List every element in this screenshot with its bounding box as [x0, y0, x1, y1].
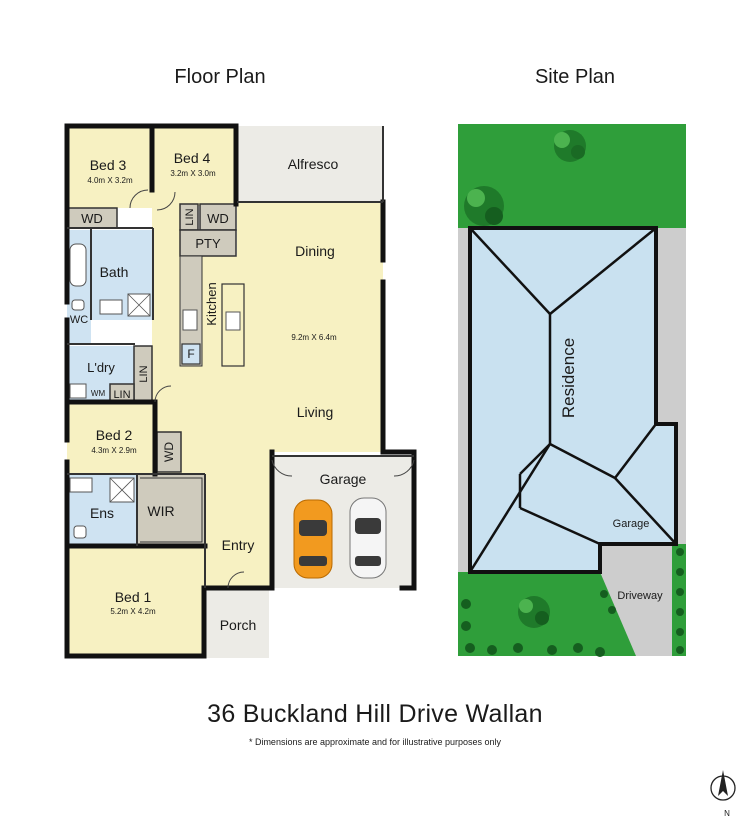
- label-bed3: Bed 3: [90, 157, 127, 173]
- compass-icon: N: [710, 770, 736, 818]
- laundry-tub-icon: [69, 383, 87, 399]
- property-address: 36 Buckland Hill Drive Wallan: [207, 700, 543, 728]
- cooktop-icon: [182, 309, 198, 331]
- label-wd-bed2: WD: [162, 442, 176, 462]
- sink-icon: [225, 311, 241, 331]
- label-lin-small: LIN: [113, 389, 130, 401]
- ens-vanity-icon: [69, 477, 93, 493]
- car-white-icon: [349, 497, 387, 579]
- toilet-icon: [71, 299, 85, 311]
- alfresco-area: [237, 126, 383, 202]
- label-dining: Dining: [295, 243, 335, 259]
- label-lin-laundry: LIN: [138, 365, 150, 382]
- bed2-floor: [67, 402, 157, 474]
- label-residence: Residence: [559, 338, 578, 418]
- pantry: [179, 229, 237, 257]
- tree-icon: [554, 130, 586, 162]
- label-alfresco: Alfresco: [288, 156, 339, 172]
- label-wd-bed4: WD: [207, 211, 229, 226]
- floor-plan: Bed 3 4.0m X 3.2m Bed 4 3.2m X 3.0m Alfr…: [64, 123, 417, 659]
- label-laundry: L'dry: [87, 360, 115, 375]
- bed4-floor: [153, 126, 237, 206]
- tree-icon: [464, 186, 504, 226]
- driveway: [600, 544, 672, 656]
- label-bed1-dim: 5.2m X 4.2m: [110, 607, 156, 616]
- disclaimer-text: * Dimensions are approximate and for ill…: [248, 737, 502, 747]
- label-bath: Bath: [100, 264, 129, 280]
- fridge-icon: [181, 343, 201, 365]
- label-living-dim: 9.2m X 6.4m: [291, 333, 337, 342]
- label-living: Living: [297, 404, 334, 420]
- bed3-floor: [67, 126, 153, 208]
- label-bed3-dim: 4.0m X 3.2m: [87, 176, 133, 185]
- hedge-shrubs: [461, 548, 684, 657]
- label-pty: PTY: [195, 236, 221, 251]
- living-floor: [155, 202, 383, 588]
- label-driveway: Driveway: [617, 590, 663, 602]
- ens-toilet-icon: [73, 525, 87, 539]
- bed1-floor: [67, 546, 205, 656]
- hall-floor: [152, 206, 182, 402]
- floor-plan-inner-walls: [67, 126, 414, 588]
- label-site-garage: Garage: [613, 518, 650, 530]
- label-bed4: Bed 4: [174, 150, 211, 166]
- label-entry: Entry: [222, 537, 255, 553]
- tree-icon: [518, 596, 550, 628]
- vanity-icon: [99, 299, 123, 315]
- label-bed1: Bed 1: [115, 589, 152, 605]
- door-swings: [129, 189, 415, 589]
- label-lin-upper: LIN: [184, 208, 196, 225]
- label-kitchen: Kitchen: [204, 282, 219, 325]
- side-paving-left: [458, 228, 470, 572]
- label-bed2: Bed 2: [96, 427, 133, 443]
- wd-bed4: [199, 203, 237, 231]
- site-plan-heading: Site Plan: [534, 66, 616, 88]
- porch-area: [205, 588, 269, 658]
- label-wd-bed3: WD: [81, 211, 103, 226]
- floor-plan-heading: Floor Plan: [174, 66, 266, 88]
- label-garage: Garage: [320, 471, 367, 487]
- label-wm: WM: [91, 389, 106, 398]
- floor-labels: Bed 3 4.0m X 3.2m Bed 4 3.2m X 3.0m Alfr…: [70, 150, 367, 633]
- label-wc: WC: [70, 314, 88, 326]
- car-orange-icon: [293, 499, 333, 579]
- wd-bed2: [156, 431, 182, 473]
- label-wir: WIR: [147, 503, 174, 519]
- site-plan: Residence Garage Driveway: [458, 124, 686, 657]
- label-bed2-dim: 4.3m X 2.9m: [91, 446, 137, 455]
- label-porch: Porch: [220, 617, 257, 633]
- label-fridge: F: [187, 347, 194, 361]
- label-bed4-dim: 3.2m X 3.0m: [170, 169, 216, 178]
- label-ens: Ens: [90, 505, 114, 521]
- compass-label: N: [724, 809, 730, 818]
- roof-ridges: [468, 227, 677, 573]
- bathtub-icon: [69, 243, 87, 287]
- wir-floor: [137, 474, 205, 546]
